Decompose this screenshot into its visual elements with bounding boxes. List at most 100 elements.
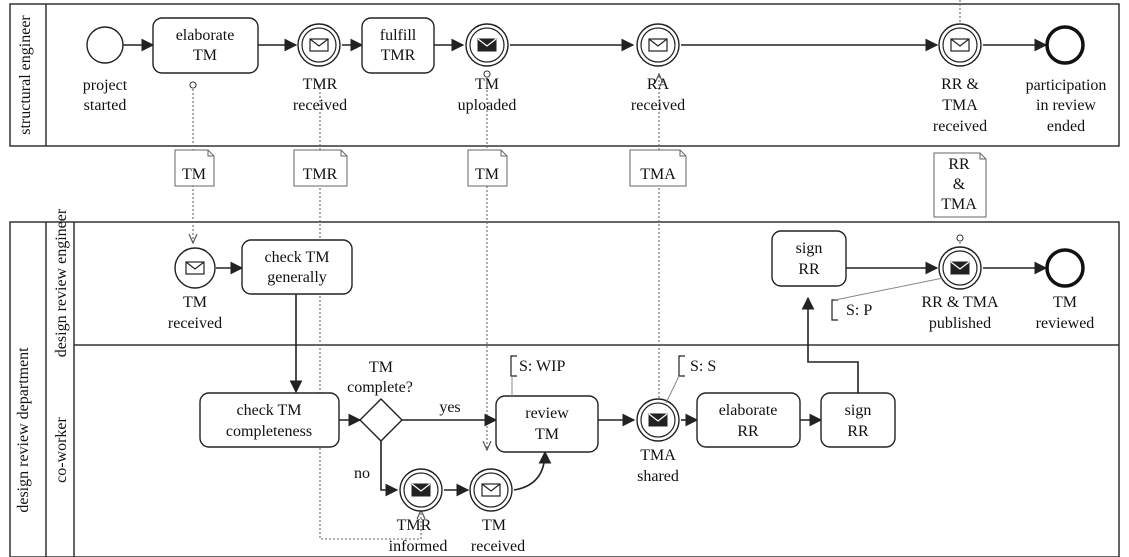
data-object-tmr[interactable]: TMR [293,149,348,187]
svg-text:TM: TM [475,76,499,93]
end-event-tm-reviewed[interactable]: TM reviewed [1036,248,1095,332]
lane-label-co-worker: co-worker [53,416,70,482]
data-object-tm-2[interactable]: TM [467,149,508,187]
svg-text:RR: RR [948,156,970,173]
task-sign-rr-coworker[interactable]: sign RR [820,392,896,448]
svg-text:generally: generally [267,269,327,286]
svg-text:TM: TM [535,426,559,443]
svg-text:received: received [293,97,347,114]
envelope-filled-icon [950,261,970,275]
svg-text:ended: ended [1047,118,1085,135]
svg-text:started: started [84,97,127,114]
svg-text:TMA: TMA [942,97,978,114]
envelope-icon [950,38,970,52]
svg-text:elaborate: elaborate [719,402,778,419]
envelope-filled-icon [648,413,668,427]
svg-text:TMR: TMR [397,517,432,534]
svg-text:participation: participation [1026,77,1107,94]
task-check-tm-generally[interactable]: check TM generally [241,239,353,295]
svg-text:TMA: TMA [640,447,676,464]
svg-text:complete?: complete? [347,379,413,396]
data-object-tma[interactable]: TMA [629,149,687,187]
task-elaborate-rr[interactable]: elaborate RR [696,392,801,448]
event-tm-received-dre[interactable]: TM received [168,247,222,332]
event-tmr-informed[interactable]: TMR informed [389,468,448,555]
svg-text:sign: sign [796,240,823,257]
svg-text:project: project [83,77,128,94]
gateway-tm-complete[interactable]: TM complete? yes no [347,359,461,482]
svg-text:RR & TMA: RR & TMA [921,294,999,311]
svg-text:review: review [525,405,569,422]
event-rr-tma-published[interactable]: RR & TMA published [921,246,999,332]
svg-text:published: published [929,315,991,332]
start-event-project-started[interactable]: project started [83,26,128,114]
message-flows [193,0,964,540]
annotation-s-wip: S: WIP [510,355,565,396]
task-check-tm-completeness[interactable]: check TM completeness [199,392,340,448]
task-sign-rr-engineer[interactable]: sign RR [771,230,847,287]
svg-text:&: & [953,176,966,193]
event-rr-tma-received[interactable]: RR & TMA received [933,23,987,135]
data-object-rr-tma[interactable]: RR & TMA [933,152,987,218]
svg-text:S: WIP: S: WIP [519,358,565,375]
envelope-icon [648,38,668,52]
svg-text:RR: RR [847,423,869,440]
envelope-icon [481,483,501,497]
svg-text:sign: sign [845,402,872,419]
svg-text:received: received [933,118,987,135]
gateway-yes-label: yes [439,399,460,416]
svg-text:RR: RR [737,423,759,440]
svg-text:completeness: completeness [226,423,312,440]
svg-text:elaborate: elaborate [176,27,235,44]
svg-text:shared: shared [637,468,679,485]
task-elaborate-tm[interactable]: elaborate TM [152,17,259,74]
svg-text:check TM: check TM [236,402,301,419]
svg-text:received: received [631,97,685,114]
annotation-s-s: S: S [665,355,716,404]
svg-text:TM: TM [183,294,207,311]
event-ra-received[interactable]: RA received [631,23,685,114]
pool-label-structural-engineer: structural engineer [17,15,34,135]
svg-text:received: received [471,538,525,555]
svg-text:S: S: S: S [690,358,716,375]
svg-text:TM: TM [1053,294,1077,311]
svg-text:TMA: TMA [941,196,977,213]
svg-text:received: received [168,315,222,332]
task-review-tm[interactable]: review TM [495,395,599,453]
data-object-tm-1[interactable]: TM [174,149,215,187]
sequence-flows [123,38,1048,497]
svg-text:TMR: TMR [381,47,416,64]
svg-text:TM: TM [475,166,499,183]
svg-text:RR: RR [798,261,820,278]
envelope-icon [185,261,205,275]
pool-structural-engineer: structural engineer [9,3,1120,147]
annotation-s-p: S: P [831,277,944,321]
event-tmr-received-se[interactable]: TMR received [293,23,347,114]
event-tm-uploaded[interactable]: TM uploaded [458,23,517,114]
event-tm-received-cw[interactable]: TM received [469,468,525,555]
svg-text:S: P: S: P [846,302,872,319]
envelope-filled-icon [411,483,431,497]
svg-text:TMR: TMR [303,76,338,93]
svg-text:fulfill: fulfill [380,27,417,44]
svg-text:TMR: TMR [303,166,338,183]
svg-text:RA: RA [647,76,670,93]
svg-text:reviewed: reviewed [1036,315,1095,332]
event-tma-shared[interactable]: TMA shared [636,398,680,485]
svg-text:TM: TM [482,517,506,534]
pool-design-review-department: design review department design review e… [9,208,1120,557]
gateway-no-label: no [354,465,370,482]
svg-text:TM: TM [182,166,206,183]
svg-text:uploaded: uploaded [458,97,517,114]
envelope-filled-icon [477,38,497,52]
end-event-participation-ended[interactable]: participation in review ended [1026,25,1107,135]
svg-text:TM: TM [193,47,217,64]
svg-text:check TM: check TM [264,249,329,266]
svg-text:RR &: RR & [941,76,979,93]
task-fulfill-tmr[interactable]: fulfill TMR [361,17,435,74]
svg-text:TMA: TMA [640,166,676,183]
svg-text:in review: in review [1036,97,1096,114]
pool-label-design-review-department: design review department [15,347,32,513]
svg-text:informed: informed [389,538,448,555]
